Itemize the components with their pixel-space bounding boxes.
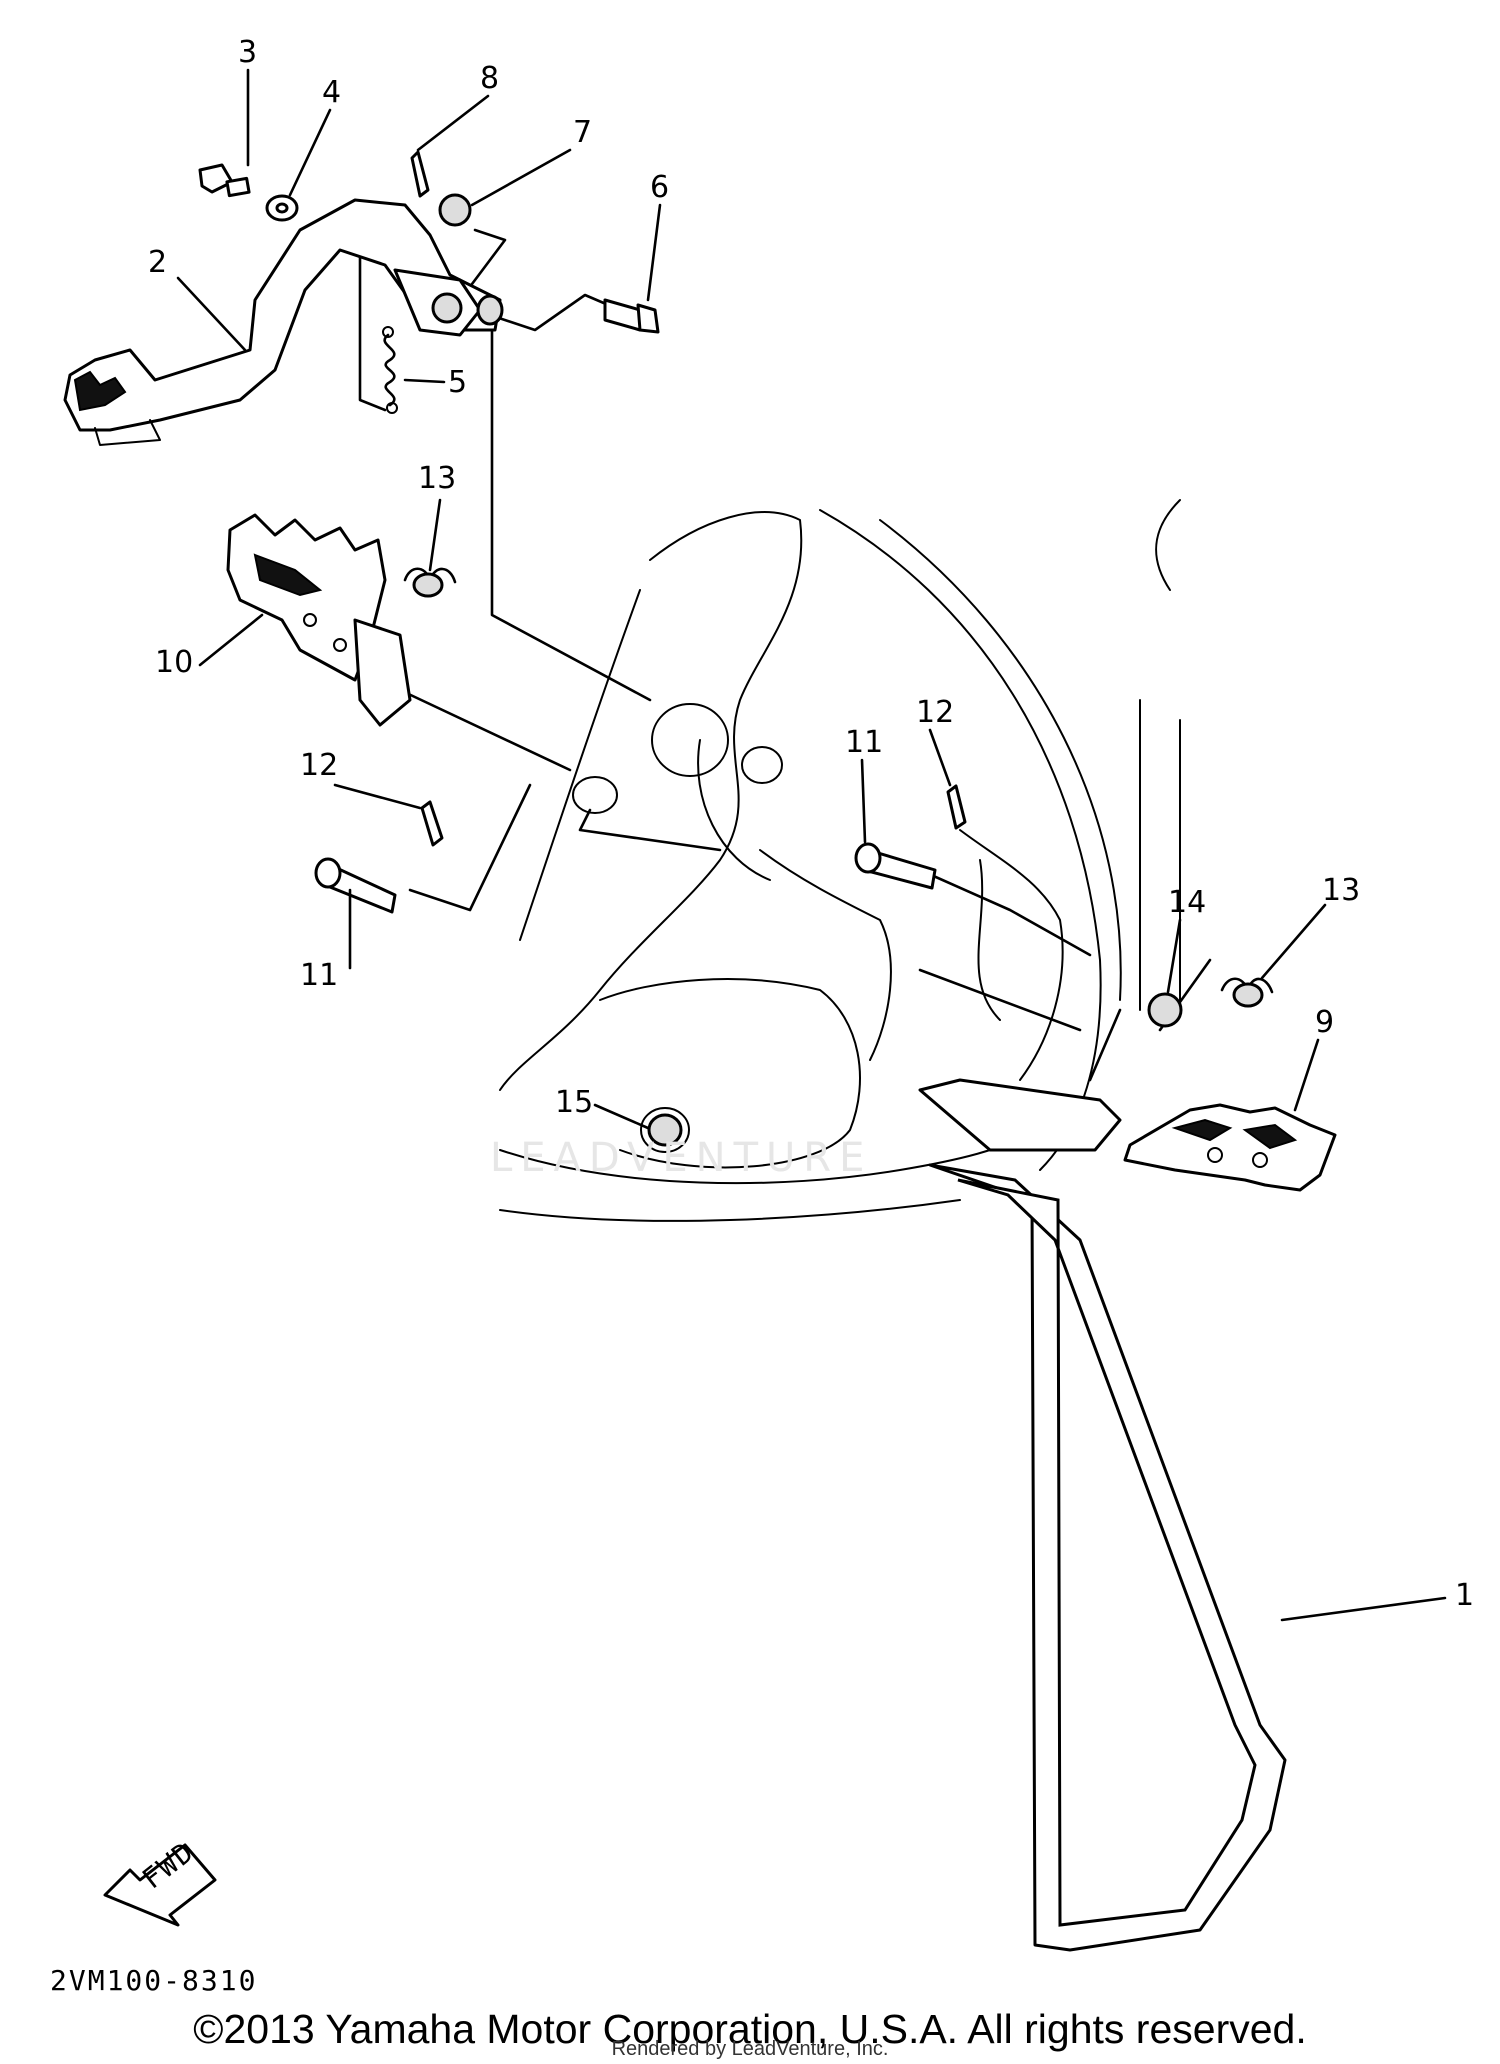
callout-leaders xyxy=(176,68,1447,1622)
pin-11-right xyxy=(854,842,937,890)
callout-3: 3 xyxy=(238,35,257,70)
cotter-pin-12-right xyxy=(946,784,967,830)
spring-13-left xyxy=(403,567,457,598)
fwd-arrow-icon: FWD xyxy=(103,1835,217,1927)
spring-13-right xyxy=(1220,977,1274,1008)
callout-6: 6 xyxy=(650,170,669,205)
callout-14: 14 xyxy=(1168,885,1206,920)
callout-11-right: 11 xyxy=(845,725,883,760)
callout-1: 1 xyxy=(1455,1578,1474,1613)
pivot-bolt-6 xyxy=(603,298,660,334)
footrest-left-10 xyxy=(226,513,412,727)
brake-pedal xyxy=(63,198,504,446)
callout-10: 10 xyxy=(155,645,193,680)
callout-13-left: 13 xyxy=(418,461,456,496)
washer-4-hole xyxy=(275,202,289,214)
callout-5: 5 xyxy=(448,365,467,400)
cotter-pin-8 xyxy=(410,150,430,198)
callout-12-right: 12 xyxy=(916,695,954,730)
washer-14 xyxy=(1147,992,1183,1028)
callout-8: 8 xyxy=(480,61,499,96)
callout-15: 15 xyxy=(555,1085,593,1120)
alignment-lines xyxy=(358,228,1212,1082)
bolt-3 xyxy=(198,163,251,198)
callout-7: 7 xyxy=(573,115,592,150)
cotter-pin-12-left xyxy=(420,800,444,847)
watermark: LEADVENTURE xyxy=(490,1135,873,1181)
callout-9: 9 xyxy=(1315,1005,1334,1040)
callout-4: 4 xyxy=(322,75,341,110)
callout-12-left: 12 xyxy=(300,748,338,783)
washer-15 xyxy=(647,1113,683,1147)
frame-outline xyxy=(499,499,1181,1222)
side-stand-1 xyxy=(918,1078,1287,1952)
callout-11-left: 11 xyxy=(300,958,338,993)
rendered-by-note: Rendered by LeadVenture, Inc. xyxy=(611,2038,889,2060)
diagram-code: 2VM100-8310 xyxy=(50,1964,257,1997)
spring-5 xyxy=(382,326,398,414)
callout-2: 2 xyxy=(148,245,167,280)
footrest-right-9 xyxy=(1123,1103,1337,1192)
pin-11-left xyxy=(314,857,397,914)
callout-labels: 3 4 8 7 6 2 5 13 10 12 11 12 11 14 13 9 … xyxy=(148,35,1474,1613)
washer-7 xyxy=(438,193,472,227)
copyright-notice: ©2013 Yamaha Motor Corporation, U.S.A. A… xyxy=(193,2006,1307,2052)
callout-13-right: 13 xyxy=(1322,873,1360,908)
